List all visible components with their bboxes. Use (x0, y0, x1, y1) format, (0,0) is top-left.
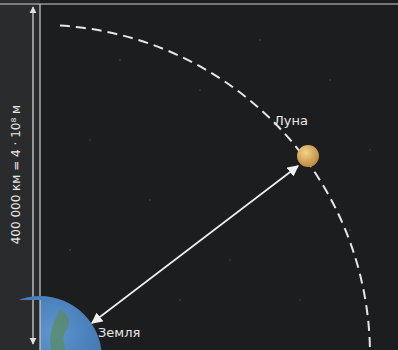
moon-label: Луна (274, 114, 308, 128)
earth-land (50, 310, 69, 350)
orbit-dashed (60, 26, 370, 350)
earth-label: Земля (98, 326, 140, 340)
distance-arrow (92, 166, 298, 323)
dimension-label: 400 000 км = 4 · 10⁸ м (10, 102, 23, 247)
moon (297, 145, 319, 167)
strip-cover (0, 300, 40, 350)
stars (69, 39, 371, 301)
dimension-line (32, 7, 33, 344)
earth (0, 296, 102, 350)
top-border (0, 4, 398, 5)
